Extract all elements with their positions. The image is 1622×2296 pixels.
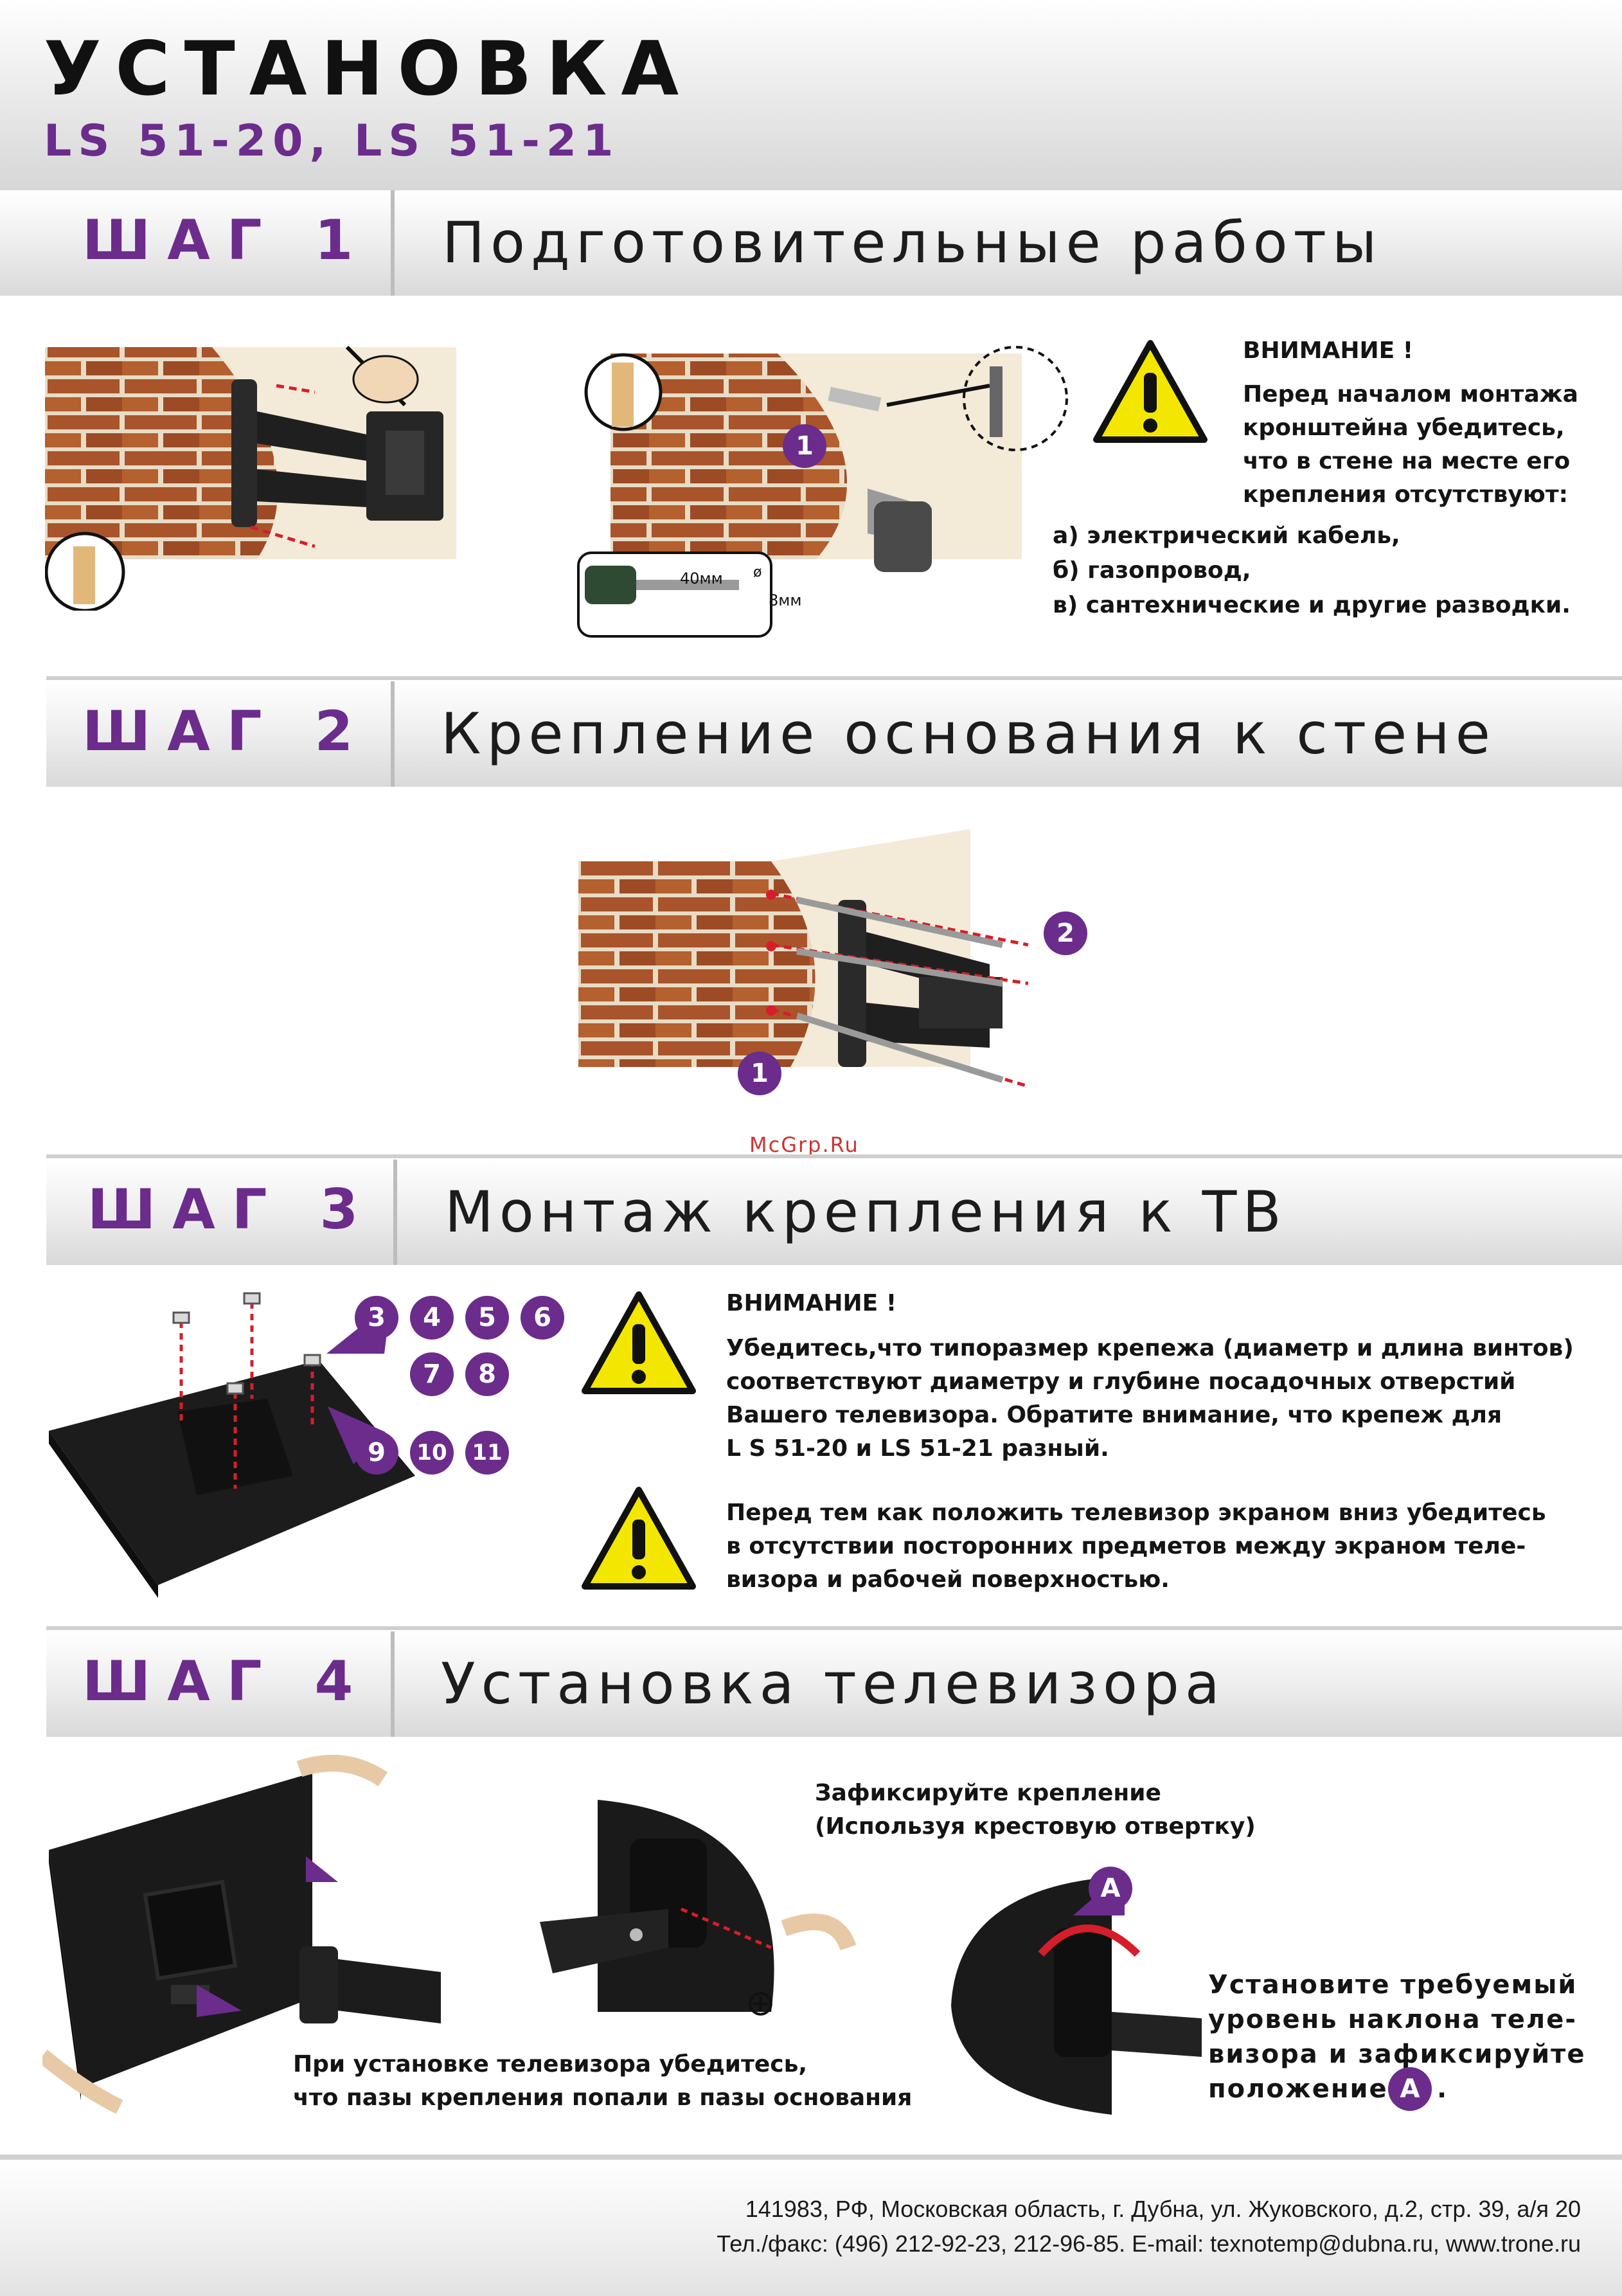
header-band — [0, 0, 1622, 193]
step-3-arrow-pointer-2 — [328, 1406, 386, 1464]
step-3-title: Монтаж крепления к ТВ — [445, 1179, 1287, 1245]
drill-diameter-symbol: ø — [753, 564, 762, 580]
step-3-divider — [393, 1160, 397, 1265]
step-1-list-item-b: б) газопровод, — [1053, 557, 1251, 584]
step-3-tv-back-illustration — [49, 1292, 415, 1598]
tilt-line-4: положение — [1208, 2074, 1388, 2104]
warning-icon — [1093, 340, 1208, 443]
step-3-warning-title: ВНИМАНИЕ ! — [726, 1290, 897, 1316]
step-3-warning-line-3: Вашего телевизора. Обратите внимание, чт… — [726, 1402, 1502, 1428]
step-2-title: Крепление основания к стене — [441, 701, 1496, 767]
step-3-warning2-line-3: визора и рабочей поверхностью. — [726, 1566, 1170, 1593]
install-note-line-2: что пазы крепления попали в пазы основан… — [293, 2085, 913, 2111]
step-4-tv-hanging-illustration — [42, 1755, 441, 2113]
drill-depth-label: 40мм — [680, 570, 723, 587]
footer-contacts: Тел./факс: (496) 212-92-23, 212-96-85. E… — [717, 2230, 1581, 2257]
step-2-wall-mount-illustration — [578, 829, 1029, 1088]
footer-band — [0, 2160, 1622, 2296]
step-3-rule — [46, 1154, 1622, 1158]
step-1-list-item-a: а) электрический кабель, — [1053, 523, 1400, 549]
step-1-title: Подготовительные работы — [442, 210, 1383, 276]
tilt-line-1: Установите требуемый — [1208, 1970, 1578, 2000]
page-subtitle: LS 51-20, LS 51-21 — [44, 116, 620, 166]
tilt-badge-a: A — [1388, 2067, 1432, 2111]
step-3-band: ШАГ 3 Монтаж крепления к ТВ — [46, 1160, 1622, 1265]
step-1-warning-line-3: что в стене на месте его — [1243, 448, 1571, 474]
step-1-badge-1: 1 — [783, 424, 826, 468]
step-1-list-item-c: в) сантехнические и другие разводки. — [1053, 592, 1571, 618]
step-4-badge-a: A — [1089, 1867, 1132, 1910]
step-1-warning-line-4: крепления отсутствуют: — [1243, 481, 1569, 508]
step-4-screw-fix-illustration — [540, 1800, 857, 2012]
step-3-badge-7: 7 — [410, 1352, 454, 1396]
step-3-warning-line-2: соответствуют диаметру и глубине посадоч… — [726, 1368, 1516, 1395]
step-4-divider — [391, 1631, 395, 1737]
step-1-warning-title: ВНИМАНИЕ ! — [1243, 337, 1414, 364]
page-title: УСТАНОВКА — [44, 26, 693, 112]
tilt-line-3: визора и зафиксируйте — [1208, 2040, 1586, 2069]
step-3-badge-3: 3 — [355, 1296, 398, 1340]
step-2-label: ШАГ 2 — [82, 699, 370, 764]
step-3-badge-6: 6 — [521, 1296, 564, 1340]
step-4-title: Установка телевизора — [441, 1651, 1225, 1717]
step-3-warning2-line-2: в отсутствии посторонних предметов между… — [726, 1533, 1526, 1559]
step-1-divider — [391, 190, 395, 296]
step-1-bracket-illustration — [45, 345, 456, 611]
step-3-label: ШАГ 3 — [87, 1178, 375, 1242]
step-3-badge-5: 5 — [465, 1296, 509, 1340]
step-3-warning2-line-1: Перед тем как положить телевизор экраном… — [726, 1500, 1546, 1526]
step-2-badge-2: 2 — [1044, 911, 1087, 955]
step-3-badge-4: 4 — [410, 1296, 454, 1340]
step-1-band: ШАГ 1 Подготовительные работы — [0, 190, 1622, 296]
warning-icon — [582, 1487, 696, 1590]
step-3-badge-8: 8 — [465, 1352, 509, 1396]
step-1-warning-line-2: кронштейна убедитесь, — [1243, 415, 1565, 441]
step-3-badge-9: 9 — [355, 1431, 398, 1475]
tilt-line-end: . — [1437, 2074, 1447, 2104]
step-2-rule — [46, 676, 1622, 680]
drill-diameter-label: 8мм — [769, 591, 802, 609]
fix-title: Зафиксируйте крепление — [815, 1780, 1161, 1806]
step-3-warning-line-1: Убедитесь,что типоразмер крепежа (диамет… — [726, 1335, 1574, 1361]
step-3-badge-11: 11 — [465, 1431, 509, 1475]
step-2-divider — [391, 681, 395, 787]
step-4-tilt-illustration — [951, 1870, 1202, 2115]
footer-divider — [0, 2155, 1622, 2160]
step-1-warning-line-1: Перед началом монтажа — [1243, 381, 1578, 408]
step-4-label: ШАГ 4 — [82, 1649, 370, 1714]
watermark: McGrp.Ru — [749, 1133, 859, 1157]
footer-address: 141983, РФ, Московская область, г. Дубна… — [745, 2196, 1581, 2222]
step-4-band: ШАГ 4 Установка телевизора — [46, 1631, 1622, 1737]
install-note-line-1: При установке телевизора убедитесь, — [293, 2051, 808, 2077]
warning-icon — [582, 1291, 696, 1394]
fix-subtitle: (Используя крестовую отвертку) — [815, 1813, 1256, 1840]
step-3-badge-10: 10 — [410, 1431, 454, 1475]
step-2-band: ШАГ 2 Крепление основания к стене — [46, 681, 1622, 787]
step-2-badge-1: 1 — [738, 1052, 781, 1095]
screwdriver-symbol: ⊕ — [745, 1982, 776, 2024]
step-4-rule — [46, 1626, 1622, 1630]
tilt-line-2: уровень наклона теле- — [1208, 2005, 1577, 2034]
step-1-drilling-illustration — [577, 346, 1068, 638]
step-1-label: ШАГ 1 — [82, 208, 370, 273]
step-3-warning-line-4: L S 51-20 и LS 51-21 разный. — [726, 1435, 1109, 1462]
